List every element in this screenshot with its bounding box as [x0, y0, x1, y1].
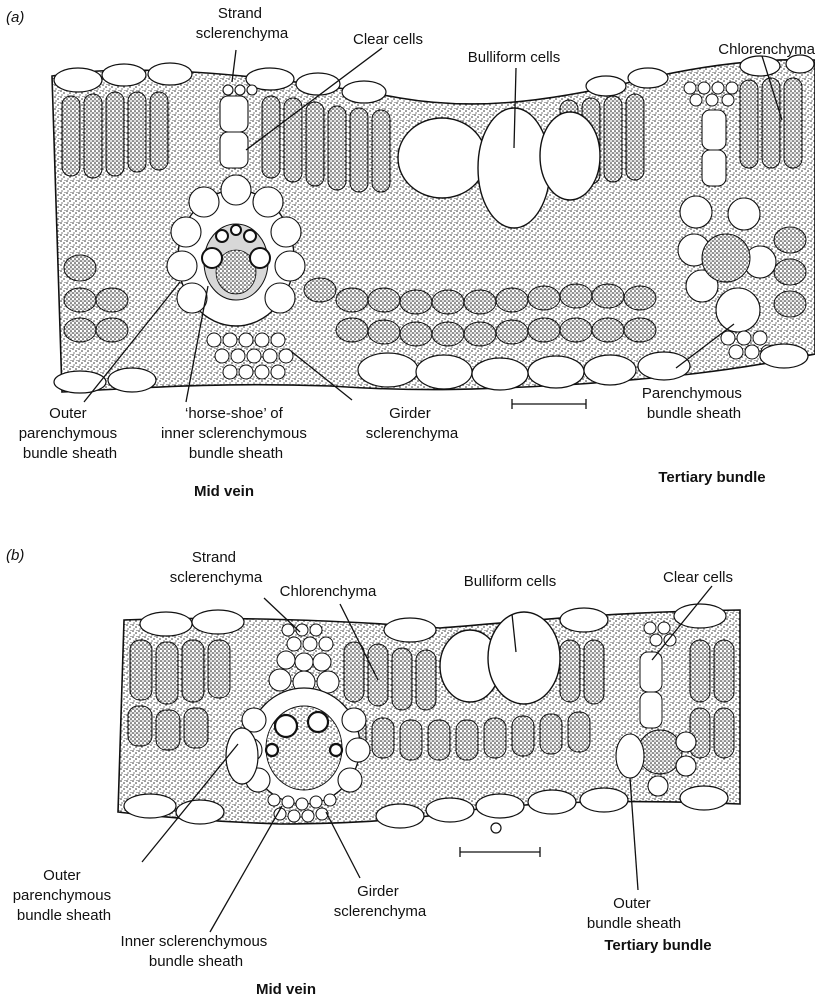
panel-b: (b) — [6, 547, 740, 998]
panel-a-label-chlorenchyma: Chlorenchyma — [718, 41, 815, 58]
panel-b-label-girder-sclerenchyma: Girder sclerenchyma — [334, 883, 427, 920]
panel-a-label: (a) — [6, 9, 24, 26]
panel-b-leaf-section — [118, 604, 740, 833]
panel-a-label-girder-sclerenchyma: Girder sclerenchyma — [366, 405, 459, 442]
panel-a-label-outer-parenchymous-bundle-sheath: Outer parenchymous bundle sheath — [19, 405, 122, 462]
panel-b-caption-tertiary-bundle: Tertiary bundle — [604, 937, 711, 954]
panel-b-label-inner-sclerenchymous-bundle-sheath: Inner sclerenchymous bundle sheath — [121, 933, 272, 970]
panel-b-label-bulliform-cells: Bulliform cells — [464, 573, 557, 590]
panel-a: (a) — [6, 5, 815, 500]
panel-b-label-strand-sclerenchyma: Strand sclerenchyma — [170, 549, 263, 586]
panel-a-label-bulliform-cells: Bulliform cells — [468, 49, 561, 66]
panel-b-label: (b) — [6, 547, 24, 564]
panel-b-label-outer-bundle-sheath: Outer bundle sheath — [587, 895, 681, 932]
panel-a-label-strand-sclerenchyma: Strand sclerenchyma — [196, 5, 289, 42]
panel-a-leaf-section — [52, 55, 815, 393]
panel-b-label-chlorenchyma: Chlorenchyma — [280, 583, 377, 600]
panel-a-caption-tertiary-bundle: Tertiary bundle — [658, 469, 765, 486]
panel-a-label-horse-shoe: ‘horse-shoe’ of inner sclerenchymous bun… — [161, 405, 311, 462]
panel-b-label-clear-cells: Clear cells — [663, 569, 733, 586]
panel-b-label-outer-parenchymous-bundle-sheath: Outer parenchymous bundle sheath — [13, 867, 116, 924]
panel-a-label-clear-cells: Clear cells — [353, 31, 423, 48]
panel-b-caption-mid-vein: Mid vein — [256, 981, 316, 998]
panel-a-label-parenchymous-bundle-sheath: Parenchymous bundle sheath — [642, 385, 746, 422]
panel-a-caption-mid-vein: Mid vein — [194, 483, 254, 500]
